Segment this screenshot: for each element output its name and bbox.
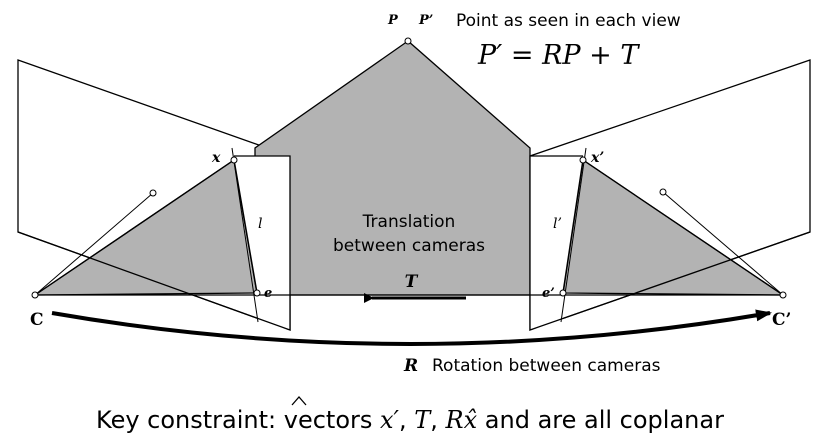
rotation-arc bbox=[51, 309, 772, 346]
label-l: l bbox=[258, 216, 262, 232]
camera-center-c bbox=[31, 291, 39, 299]
right-triangle-edge-top bbox=[582, 159, 784, 296]
label-p: P bbox=[387, 13, 399, 28]
constraint-vector-rx: Rx̂ bbox=[445, 406, 478, 434]
left-triangle-edge-front bbox=[233, 159, 258, 294]
point-e-prime bbox=[559, 289, 567, 297]
translation-line-1: Translation bbox=[362, 212, 456, 232]
translation-line-2: between cameras bbox=[333, 236, 485, 256]
point-x-prime bbox=[579, 156, 587, 164]
label-e-prime: e’ bbox=[542, 286, 555, 301]
label-l-prime: l’ bbox=[553, 216, 562, 232]
camera-center-c-prime bbox=[779, 291, 787, 299]
equation: P′ = RP + T bbox=[477, 40, 640, 71]
label-e: e bbox=[264, 286, 272, 301]
rotation-caption: Rotation between cameras bbox=[432, 356, 661, 376]
label-r: R bbox=[403, 356, 418, 376]
label-c-prime: C’ bbox=[772, 310, 791, 330]
left-image-plane-front bbox=[234, 156, 290, 330]
left-plane-edge bbox=[17, 155, 291, 331]
label-p-prime: P’ bbox=[418, 13, 433, 28]
label-x: x bbox=[211, 150, 221, 166]
right-ray-point bbox=[659, 188, 667, 196]
constraint-vector-t: T bbox=[414, 406, 432, 434]
left-ray-point bbox=[149, 189, 157, 197]
constraint-sep-1: , bbox=[399, 406, 414, 434]
constraint-sep-2: , bbox=[430, 406, 445, 434]
label-x-prime: x’ bbox=[590, 150, 604, 166]
label-t: T bbox=[405, 272, 419, 292]
constraint-suffix: and are all coplanar bbox=[477, 406, 724, 434]
left-ray bbox=[34, 192, 154, 296]
left-triangle-edge-top bbox=[34, 159, 235, 296]
epipolar-plane bbox=[254, 40, 531, 296]
right-triangle-edge-front bbox=[562, 159, 584, 294]
constraint-line: Key constraint: vectors x′, T, Rx̂ and a… bbox=[96, 406, 724, 434]
constraint-prefix: Key constraint: vectors bbox=[96, 406, 380, 434]
hat-accent-x-prime bbox=[291, 396, 307, 406]
point-p bbox=[404, 37, 412, 45]
point-caption: Point as seen in each view bbox=[456, 11, 681, 31]
right-ray bbox=[662, 191, 784, 296]
point-x bbox=[230, 156, 238, 164]
right-plane-edge bbox=[529, 155, 811, 331]
label-c: C bbox=[30, 310, 44, 330]
point-e bbox=[253, 289, 261, 297]
constraint-vector-x-prime: x′ bbox=[380, 406, 400, 434]
right-image-plane-front bbox=[530, 156, 583, 330]
